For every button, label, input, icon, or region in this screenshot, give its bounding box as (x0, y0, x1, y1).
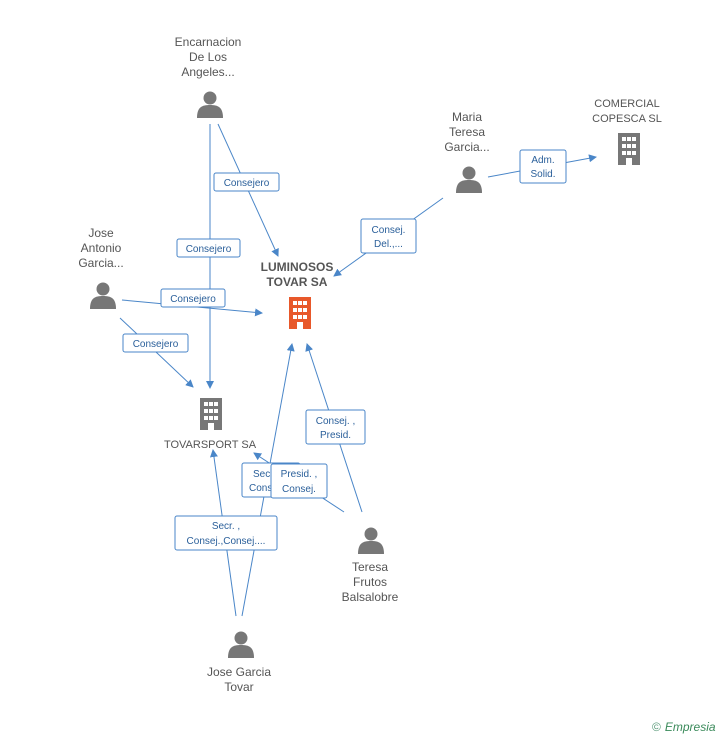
edge-label-e1[interactable]: Consejero (213, 172, 280, 192)
person-icon (456, 166, 482, 193)
node-tovarsport[interactable]: TOVARSPORT SA (164, 398, 257, 451)
node-encarnacion[interactable]: Encarnacion De Los Angeles... (175, 35, 242, 118)
node-comercial[interactable]: COMERCIAL COPESCA SL (592, 98, 662, 165)
edge-label-text: Consejero (186, 244, 232, 255)
node-jose-antonio[interactable]: Jose Antonio Garcia... (78, 226, 124, 309)
edge-label-text: Secr. , (212, 521, 240, 532)
node-label: TOVAR SA (267, 275, 328, 289)
edge-label-e3[interactable]: Adm. Solid. (519, 149, 567, 184)
node-jose-garcia[interactable]: Jose Garcia Tovar (207, 631, 271, 695)
edge-label-text: Del.,... (374, 239, 403, 250)
edge-label-text: Secr. , (253, 469, 281, 480)
edge-label-text: Consej.... (249, 483, 291, 494)
node-label: COMERCIAL (594, 98, 659, 110)
node-label: Angeles... (181, 65, 234, 79)
node-label: Garcia... (444, 140, 489, 154)
edge-label-text: Solid. (530, 169, 555, 180)
person-icon (90, 282, 116, 309)
node-luminosos[interactable]: LUMINOSOS TOVAR SA (261, 260, 334, 329)
person-icon (228, 631, 254, 658)
person-icon (358, 527, 384, 554)
node-label: Encarnacion (175, 35, 242, 49)
node-label: TOVARSPORT SA (164, 439, 257, 451)
node-label: De Los (189, 50, 227, 64)
edge-label-e9[interactable]: Presid. , Consej. (270, 463, 328, 499)
edge-label-e4[interactable]: Consej. Del.,... (360, 218, 417, 254)
edge-labels: Consejero Consejero Adm. Solid. Consej. … (122, 149, 567, 551)
brand-name: Empresia (664, 720, 716, 734)
copyright-symbol: © (652, 720, 661, 734)
node-label: Maria (452, 110, 482, 124)
edge-label-e5[interactable]: Consejero (160, 288, 226, 308)
edge-label-e2[interactable]: Consejero (176, 238, 241, 258)
node-label: Antonio (81, 241, 122, 255)
node-label: LUMINOSOS (261, 260, 334, 274)
building-icon (289, 297, 311, 329)
node-teresa[interactable]: Teresa Frutos Balsalobre (342, 527, 399, 605)
person-icon (197, 91, 223, 118)
edge-label-text: Consejero (133, 339, 179, 350)
node-label: Balsalobre (342, 590, 399, 604)
brand-logo: ©Empresia (652, 720, 716, 734)
edge-label-e10[interactable]: Secr. , Consej.,Consej.... (174, 515, 278, 551)
edge-label-text: Consej. (282, 484, 316, 495)
edge-label-text: Adm. (531, 155, 554, 166)
node-label: Jose (88, 226, 114, 240)
node-label: Teresa (449, 125, 485, 139)
node-label: Frutos (353, 575, 387, 589)
node-label: Jose Garcia (207, 665, 271, 679)
edge-label-text: Consej. , (316, 416, 355, 427)
node-maria[interactable]: Maria Teresa Garcia... (444, 110, 490, 193)
node-label: Tovar (224, 680, 253, 694)
building-icon (200, 398, 222, 430)
edge-label-text: Presid. (320, 430, 351, 441)
edge-label-e7[interactable]: Consej. , Presid. (305, 409, 366, 445)
node-label: Garcia... (78, 256, 123, 270)
nodes: Encarnacion De Los Angeles... Maria Tere… (78, 35, 662, 694)
edge-label-e6[interactable]: Consejero (122, 333, 189, 353)
node-label: Teresa (352, 560, 388, 574)
node-label: COPESCA SL (592, 113, 662, 125)
edge-label-text: Consej. (372, 225, 406, 236)
building-icon (618, 133, 640, 165)
edge-label-text: Consejero (170, 294, 216, 305)
edge-label-text: Presid. , (281, 469, 318, 480)
edge-label-text: Consejero (224, 178, 270, 189)
edge-label-text: Consej.,Consej.... (187, 536, 266, 547)
